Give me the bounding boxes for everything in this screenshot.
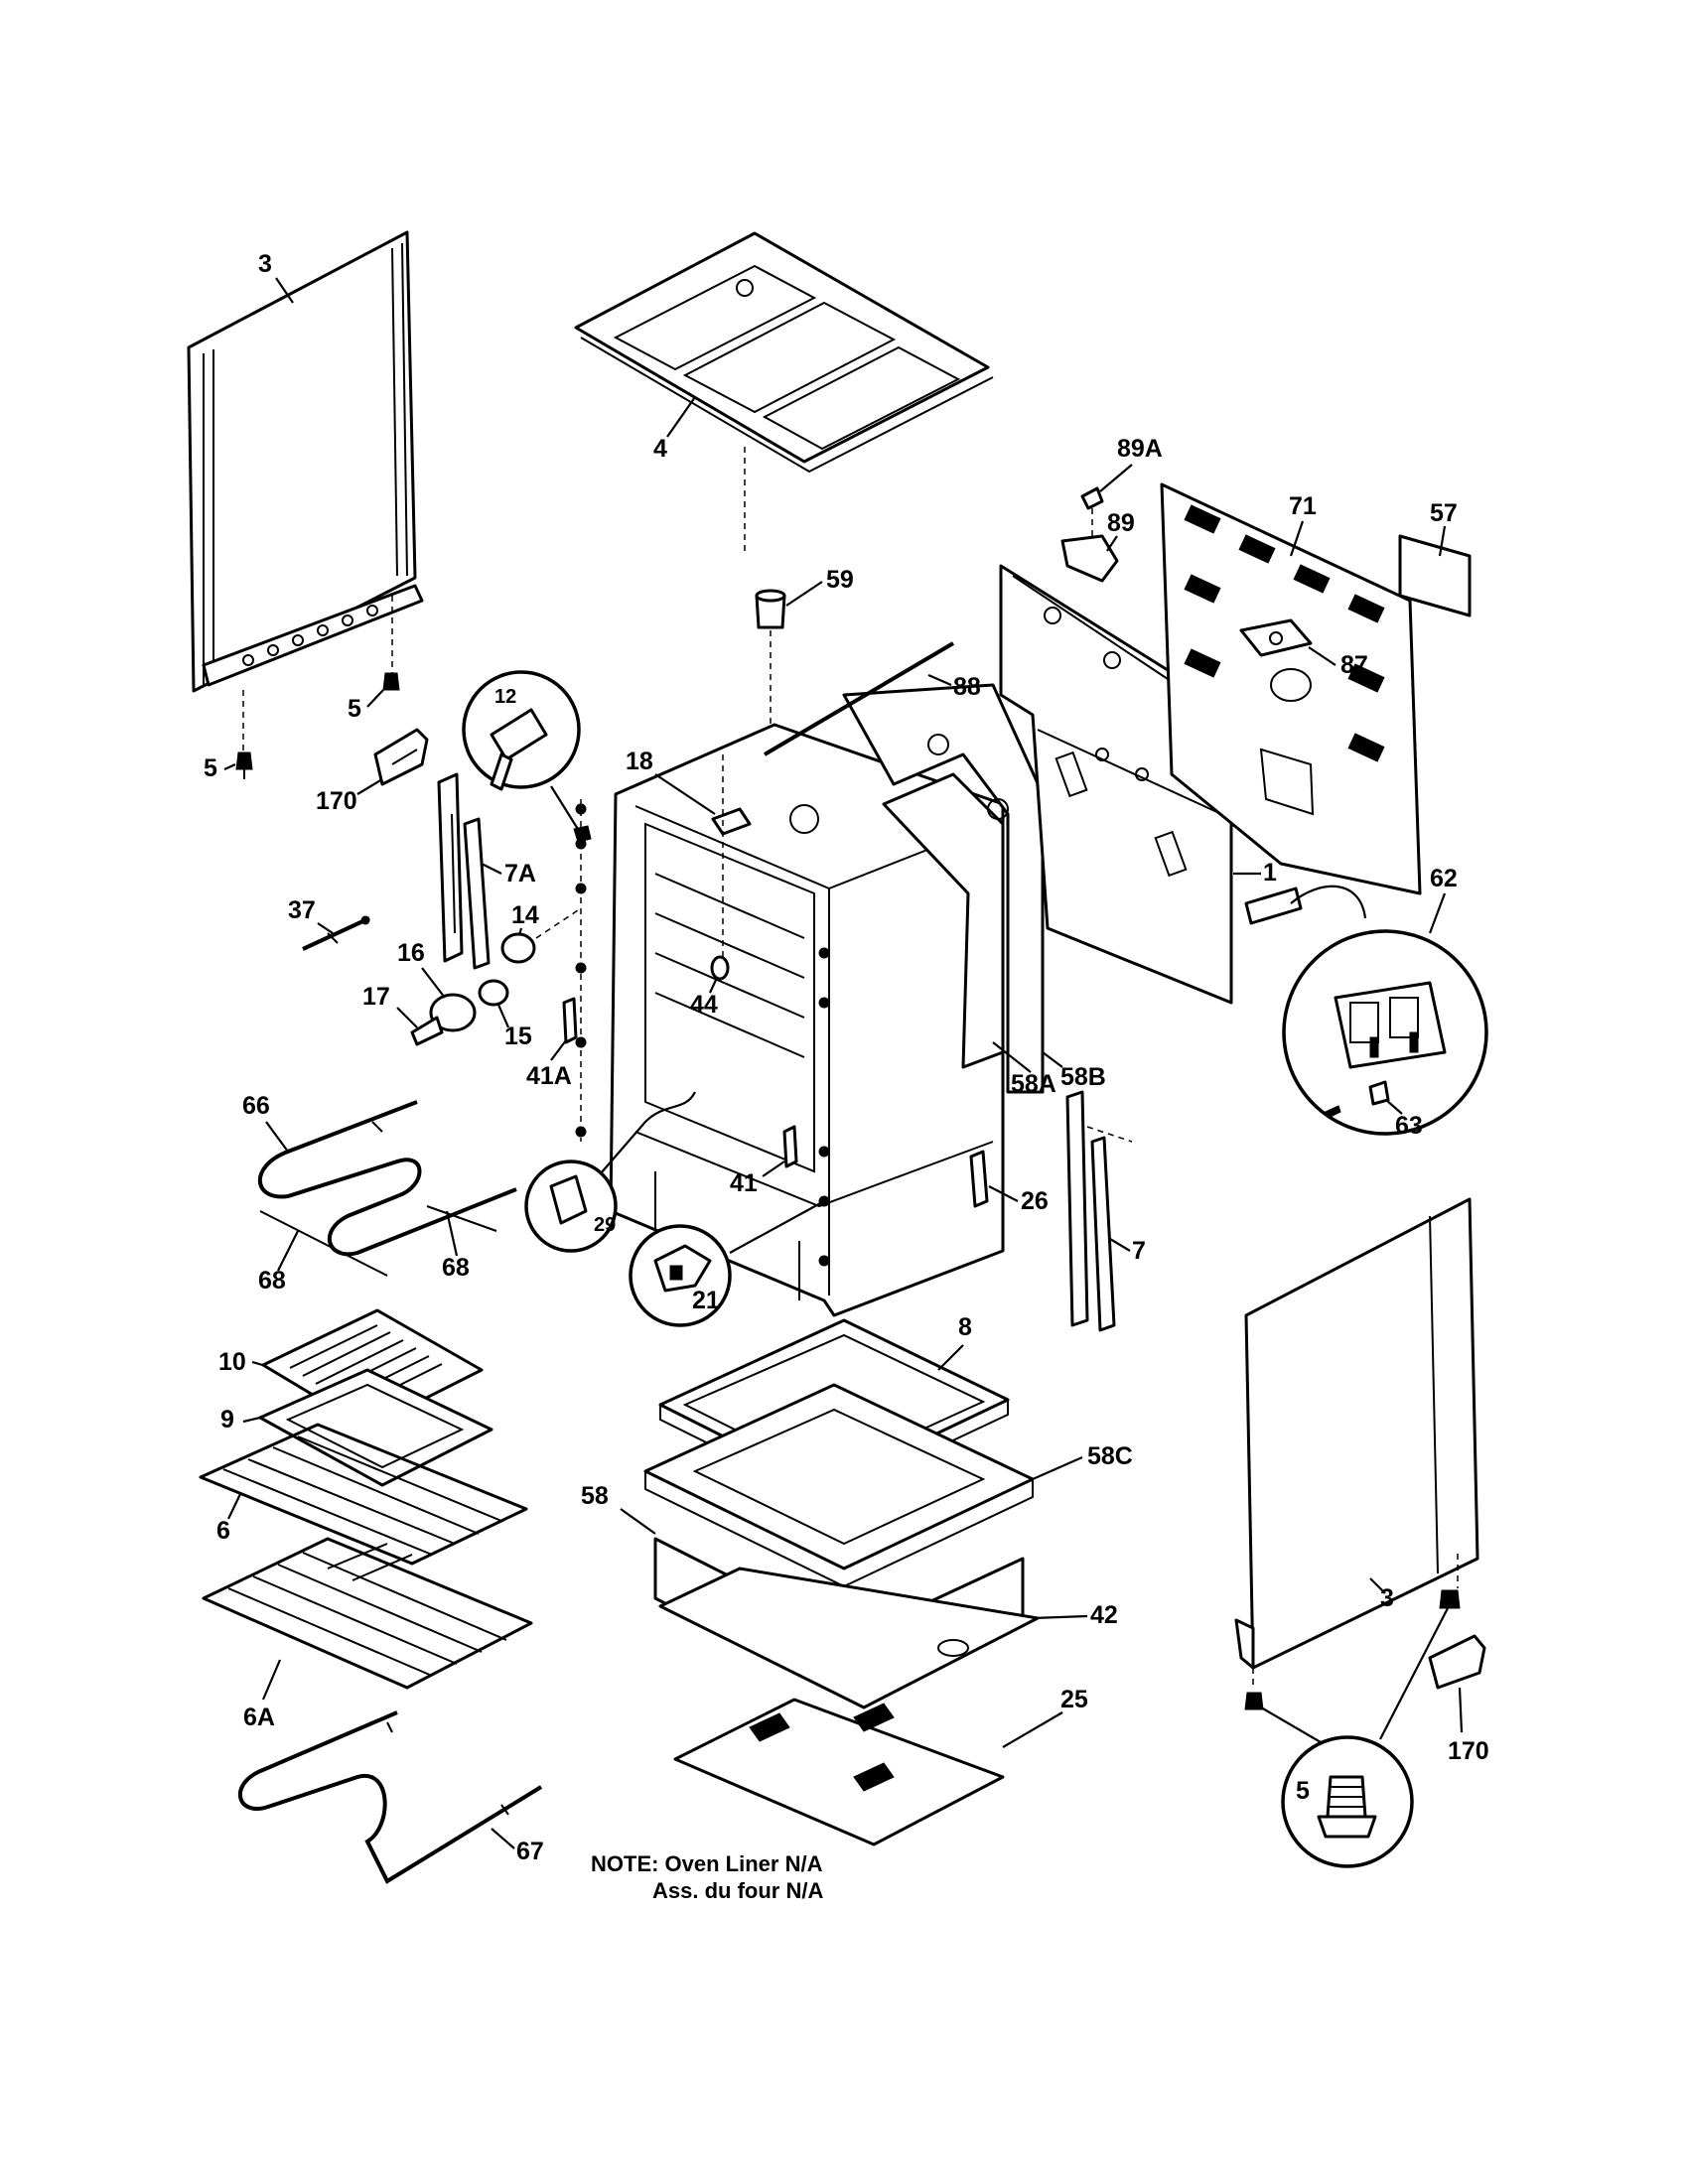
label-170-right: 170: [1448, 1737, 1489, 1765]
part-59: [755, 589, 786, 629]
label-37: 37: [288, 896, 316, 924]
label-6a: 6A: [243, 1704, 275, 1731]
part-89: [1060, 534, 1119, 583]
label-7a: 7A: [504, 860, 536, 887]
label-5-left-1: 5: [204, 754, 217, 782]
wire-88: [763, 641, 955, 756]
bake-element-66: [257, 1100, 517, 1257]
label-44: 44: [690, 991, 718, 1019]
label-29: 29: [594, 1214, 616, 1236]
label-26: 26: [1021, 1187, 1049, 1215]
roller-29: [524, 1091, 696, 1253]
label-71: 71: [1289, 492, 1317, 520]
hinge-7: [1065, 1090, 1133, 1332]
label-87: 87: [1340, 651, 1368, 679]
label-88: 88: [953, 673, 981, 701]
clip-26: [969, 1150, 989, 1208]
top-panel: [574, 231, 994, 474]
note-line-2: Ass. du four N/A: [652, 1878, 823, 1903]
label-89: 89: [1107, 509, 1135, 537]
label-68-right: 68: [442, 1254, 470, 1282]
rack-6a: [202, 1537, 533, 1690]
label-18: 18: [626, 748, 653, 775]
clip-41a: [562, 997, 578, 1044]
label-9: 9: [220, 1406, 234, 1433]
hinge-receiver-7a: [437, 772, 491, 970]
label-10: 10: [218, 1348, 246, 1376]
label-59: 59: [826, 566, 854, 594]
label-58: 58: [581, 1482, 609, 1510]
label-5-left-2: 5: [348, 695, 361, 723]
leg-right-bottom: [1244, 1692, 1264, 1710]
plate-57: [1398, 534, 1472, 617]
label-14: 14: [511, 901, 539, 929]
label-12: 12: [494, 686, 516, 708]
note-line-1: NOTE: Oven Liner N/A: [591, 1851, 823, 1876]
bracket-right: [1428, 1634, 1486, 1690]
screw-points: [575, 799, 830, 1267]
label-41: 41: [730, 1169, 758, 1197]
label-67: 67: [516, 1838, 544, 1865]
part-87: [1239, 618, 1313, 657]
bracket-left: [373, 728, 429, 786]
label-66: 66: [242, 1092, 270, 1120]
switch-12: [462, 670, 592, 843]
vent-holes-left: [242, 605, 378, 666]
label-89a: 89A: [1117, 435, 1163, 463]
part-89a: [1080, 486, 1104, 510]
label-4: 4: [653, 435, 667, 463]
side-panel-right: [1234, 1197, 1479, 1688]
label-16: 16: [397, 939, 425, 967]
label-1: 1: [1263, 859, 1277, 887]
back-panel-71: [1160, 482, 1422, 895]
label-58c: 58C: [1087, 1442, 1133, 1470]
part-18: [711, 807, 752, 836]
lamp-assembly: [410, 907, 582, 1046]
leg-right-top: [1439, 1589, 1461, 1609]
label-7: 7: [1132, 1237, 1146, 1265]
label-42: 42: [1090, 1601, 1118, 1629]
label-63: 63: [1395, 1112, 1423, 1140]
label-41a: 41A: [526, 1062, 572, 1090]
label-5-right: 5: [1296, 1777, 1310, 1805]
label-68-left: 68: [258, 1267, 286, 1295]
side-panel-left: [187, 230, 424, 754]
label-57: 57: [1430, 499, 1458, 527]
part-44: [710, 955, 730, 981]
label-8: 8: [958, 1313, 972, 1341]
leg-left-1: [235, 751, 253, 779]
leg-left-2: [382, 672, 400, 691]
element-67: [237, 1710, 543, 1884]
insulation-back: [842, 683, 1045, 1094]
label-58a: 58A: [1011, 1070, 1056, 1098]
terminal-block-62: [1244, 885, 1488, 1136]
leg-5-callout: [1260, 1607, 1449, 1868]
label-58b: 58B: [1060, 1063, 1106, 1091]
stop-21: [629, 1200, 825, 1327]
bottom-25: [673, 1698, 1005, 1846]
label-6: 6: [216, 1517, 230, 1545]
insulation-68: [259, 1205, 497, 1277]
label-3-right: 3: [1380, 1584, 1394, 1612]
rack-6: [199, 1423, 528, 1566]
oven-cavity: [609, 723, 1005, 1317]
label-62: 62: [1430, 865, 1458, 892]
clip-41: [782, 1125, 798, 1168]
label-170-left: 170: [316, 787, 357, 815]
vents-71: [1184, 504, 1385, 762]
label-21: 21: [692, 1287, 720, 1314]
sensor-37: [302, 915, 370, 951]
label-25: 25: [1060, 1686, 1088, 1713]
broiler-pan-9: [258, 1368, 493, 1487]
label-17: 17: [362, 983, 390, 1011]
label-3-left: 3: [258, 250, 272, 278]
screw-63: [1325, 1080, 1390, 1119]
